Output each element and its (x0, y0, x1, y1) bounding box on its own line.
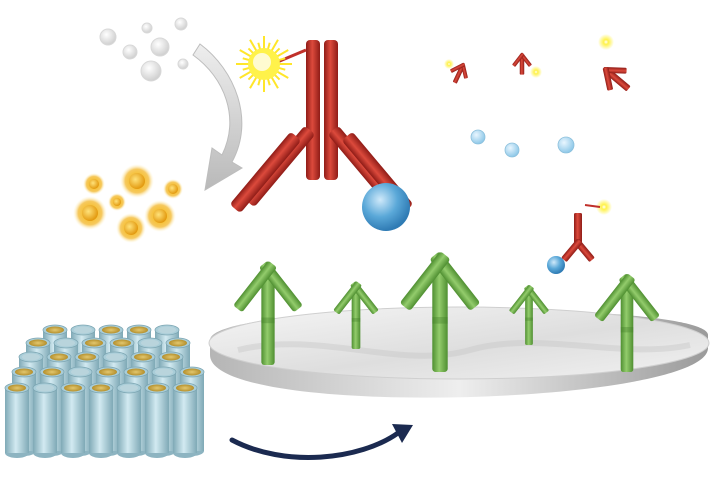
burst-ray (239, 49, 253, 58)
nanotube (60, 382, 86, 458)
burst-ray (249, 75, 258, 89)
antigen-sphere-icon (362, 183, 410, 231)
mesoporous-tube-array-icon (4, 324, 205, 458)
nanotube (116, 382, 142, 458)
conversion-arrow (192, 43, 243, 191)
label-burst-icon (236, 36, 292, 92)
nanotube (172, 382, 198, 458)
nanotube (144, 382, 170, 458)
transfer-arrow (229, 424, 413, 461)
burst-ray (275, 70, 289, 79)
sensor-plate (208, 306, 710, 398)
burst-ray (249, 39, 258, 53)
burst-ray (270, 75, 279, 89)
burst-ray (270, 39, 279, 53)
burst-ray (275, 49, 289, 58)
nanotube (88, 382, 114, 458)
small-sandwich-complex (547, 199, 612, 274)
silver-nanoparticles (99, 17, 189, 82)
free-detection-antibodies (444, 34, 631, 91)
nanotube (32, 382, 58, 458)
free-antigens (470, 129, 575, 158)
burst-ray (239, 70, 253, 79)
nanotube (4, 382, 30, 458)
gold-nanoparticles (73, 164, 183, 243)
